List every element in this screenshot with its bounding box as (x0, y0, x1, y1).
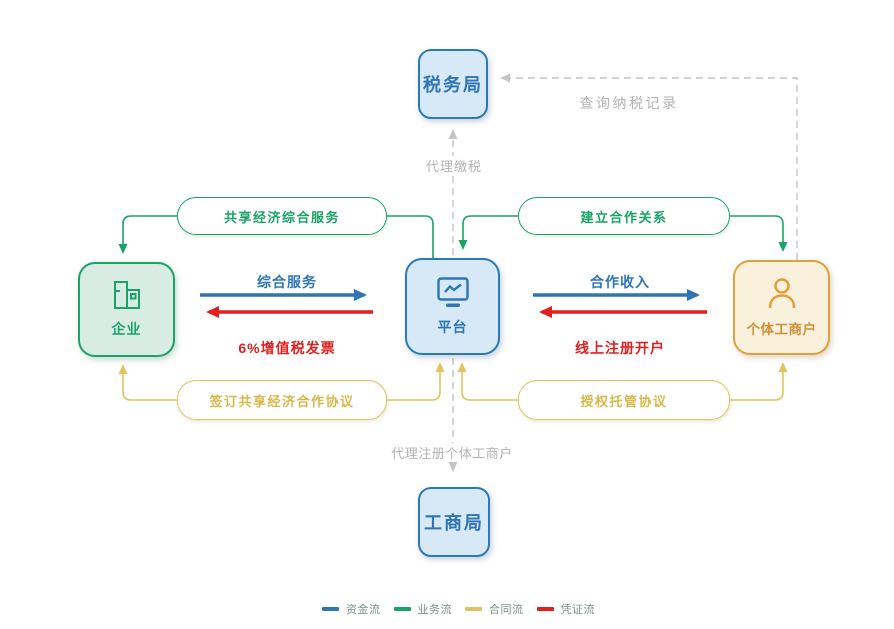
flow-legend: 资金流 业务流 合同流 凭证流 (322, 601, 595, 617)
node-individual-business: 个体工商户 (733, 260, 830, 355)
legend-item-voucher-flow: 凭证流 (536, 601, 596, 617)
pill-sign-sharing-agreement: 签订共享经济合作协议 (177, 380, 387, 420)
individual-business-label: 个体工商户 (746, 322, 817, 337)
node-tax-bureau: 税务局 (418, 49, 488, 119)
custody-to-platform (457, 362, 518, 401)
agreement-to-platform (387, 362, 445, 401)
node-commerce-bureau: 工商局 (418, 487, 490, 557)
cooperation-income-label: 合作收入 (590, 274, 650, 290)
node-enterprise: 企业 (78, 262, 175, 357)
proxy-register-business-label: 代理注册个体工商户 (384, 443, 520, 462)
legend-label: 凭证流 (560, 604, 595, 616)
legend-item-capital-flow: 资金流 (322, 601, 381, 617)
services-to-enterprise (118, 215, 177, 254)
pill-establish-cooperation: 建立合作关系 (518, 197, 730, 235)
business-flow-connectors (118, 215, 788, 258)
person-icon (765, 277, 799, 309)
legend-item-business-flow: 业务流 (393, 601, 453, 617)
pill-sharing-economy-services: 共享经济综合服务 (177, 197, 387, 235)
agreement-to-enterprise (118, 364, 177, 401)
pill-authorized-custody-agreement: 授权托管协议 (518, 380, 730, 420)
contract-flow-swatch (465, 607, 482, 611)
services-from-platform (387, 215, 434, 258)
cooperation-to-individual (730, 215, 788, 252)
platform-label: 平台 (437, 318, 468, 335)
query-tax-records-line (500, 73, 798, 260)
cooperation-to-platform (458, 215, 518, 250)
business-flow-swatch (393, 607, 411, 611)
comprehensive-service-label: 综合服务 (257, 274, 317, 290)
online-registration-label: 线上注册开户 (575, 340, 665, 356)
legend-label: 业务流 (417, 604, 452, 616)
legend-label: 合同流 (489, 604, 524, 616)
legend-item-contract-flow: 合同流 (465, 601, 524, 617)
custody-to-individual (730, 362, 788, 401)
query-tax-records-label: 查询纳税记录 (579, 95, 679, 111)
monitor-chart-icon (436, 276, 469, 308)
capital-flow-swatch (322, 607, 339, 611)
legend-label: 资金流 (346, 604, 381, 616)
node-platform: 平台 (405, 258, 500, 355)
building-icon (111, 280, 143, 310)
enterprise-label: 企业 (111, 321, 142, 337)
voucher-flow-swatch (536, 607, 554, 611)
proxy-tax-payment-label: 代理缴税 (398, 156, 510, 175)
contract-flow-connectors (118, 362, 788, 401)
vat-invoice-label: 6%增值税发票 (238, 340, 336, 356)
agency-dashed-lines (448, 73, 798, 472)
commerce-bureau-label: 工商局 (424, 513, 484, 533)
tax-bureau-label: 税务局 (423, 75, 483, 95)
